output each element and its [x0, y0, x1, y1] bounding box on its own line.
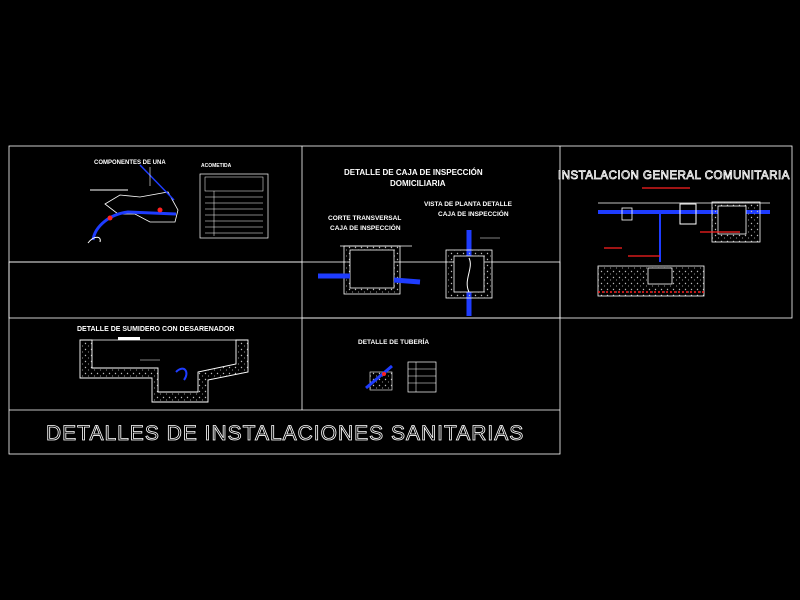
corte-label-line2: CAJA DE INSPECCIÓN — [330, 225, 401, 232]
caja-title-line1: DETALLE DE CAJA DE INSPECCIÓN — [344, 168, 483, 177]
vista-planta-caja-drawing — [445, 230, 500, 316]
instalacion-comunitaria-drawing — [597, 187, 770, 297]
instalacion-title: INSTALACION GENERAL COMUNITARIA — [558, 170, 790, 182]
corte-caja-inspeccion-drawing — [318, 245, 421, 295]
componentes-acometida-drawing — [87, 164, 269, 244]
vista-label-line2: CAJA DE INSPECCIÓN — [438, 211, 509, 218]
sheet-frame — [8, 145, 793, 455]
sumidero-title: DETALLE DE SUMIDERO CON DESARENADOR — [77, 326, 235, 333]
acometida-legend-title: ACOMETIDA — [201, 163, 232, 169]
sheet-title: DETALLES DE INSTALACIONES SANITARIAS — [46, 422, 525, 445]
sumidero-desarenador-drawing — [79, 337, 249, 403]
componentes-title: COMPONENTES DE UNA — [94, 160, 166, 166]
tuberia-drawing — [365, 361, 437, 393]
tuberia-title: DETALLE DE TUBERÍA — [358, 339, 430, 346]
corte-label-line1: CORTE TRANSVERSAL — [328, 215, 402, 222]
vista-label-line1: VISTA DE PLANTA DETALLE — [424, 201, 512, 208]
caja-title-line2: DOMICILIARIA — [390, 179, 446, 188]
